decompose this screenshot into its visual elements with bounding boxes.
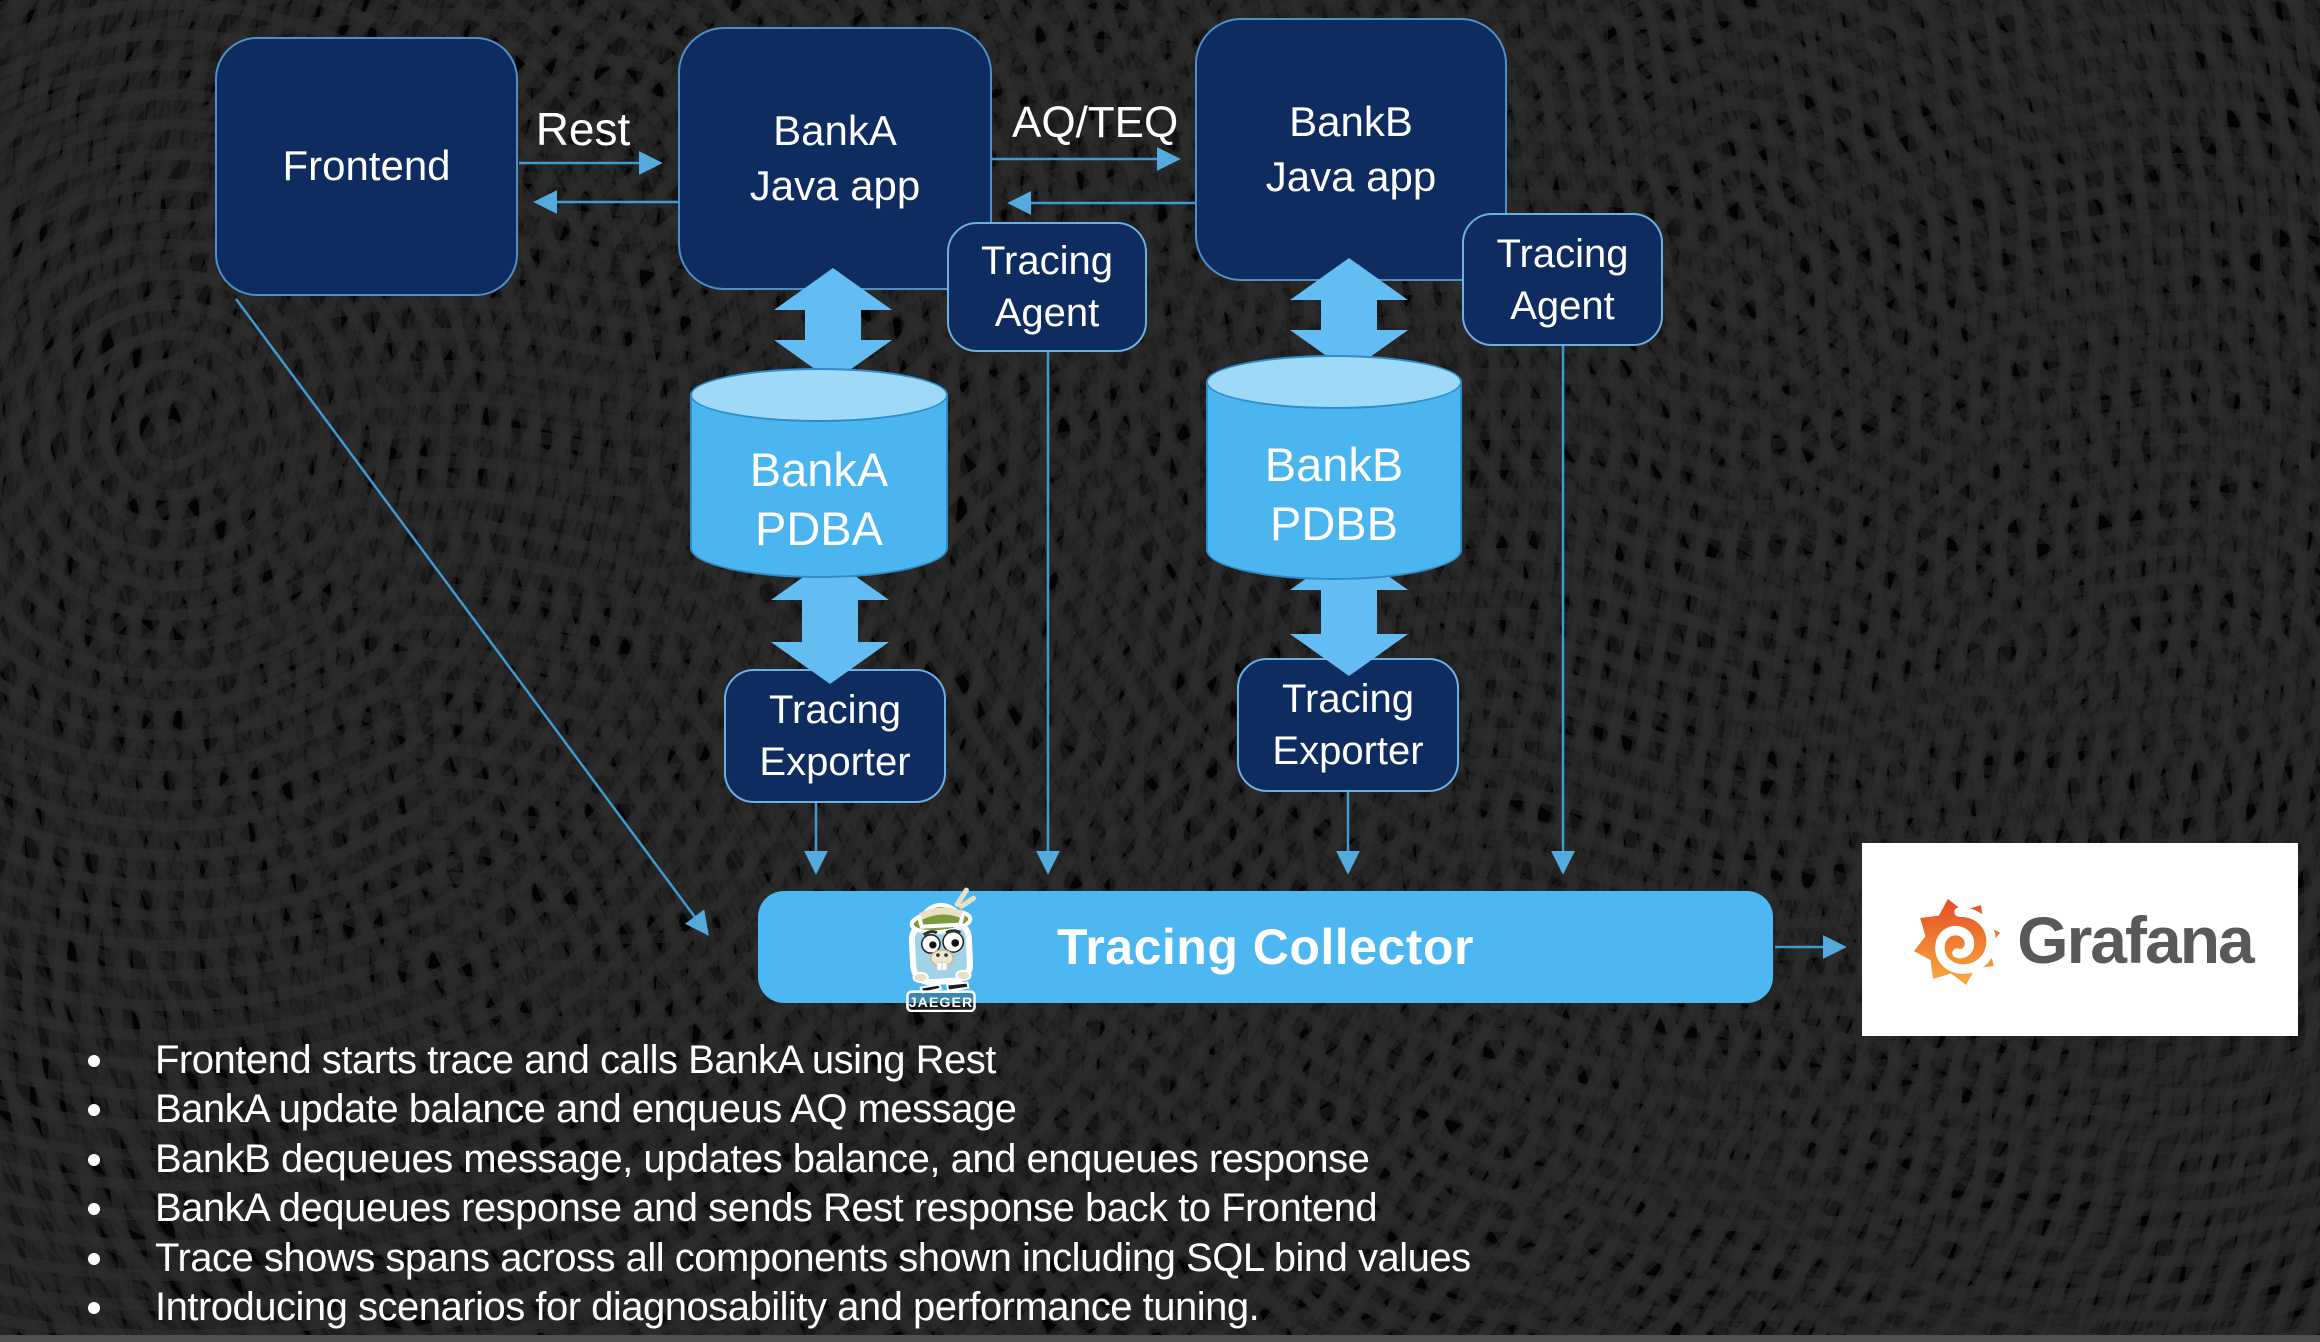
tracing-collector-label: Tracing Collector <box>1057 919 1474 975</box>
bullet-dot <box>88 1055 100 1067</box>
bullet-item: BankA dequeues response and sends Rest r… <box>88 1184 2238 1233</box>
node-tracing-agent-b-label-2: Agent <box>1510 283 1615 328</box>
node-banka-java-app: BankA Java app <box>678 27 992 290</box>
jaeger-logo-icon: JAEGER <box>906 887 977 1012</box>
bullet-item: Trace shows spans across all components … <box>88 1234 2238 1283</box>
bullet-dot <box>88 1301 100 1314</box>
db-cylinder-pdbb: BankB PDBB <box>1206 355 1462 580</box>
bullet-dot <box>88 1252 100 1265</box>
node-frontend-label: Frontend <box>282 142 451 190</box>
grafana-card: Grafana <box>1862 843 2298 1036</box>
node-frontend: Frontend <box>215 37 518 296</box>
node-tracing-exporter-a: Tracing Exporter <box>724 669 946 803</box>
node-bankb-java-app: BankB Java app <box>1195 18 1507 281</box>
node-banka-label-1: BankA <box>773 106 897 154</box>
node-tracing-exporter-a-label-2: Exporter <box>759 740 911 784</box>
node-tracing-exporter-b: Tracing Exporter <box>1237 658 1459 792</box>
bullet-dot <box>88 1153 100 1166</box>
arrow-frontend-to-collector <box>234 298 709 936</box>
node-banka-label-2: Java app <box>749 161 921 209</box>
jaeger-badge-text: JAEGER <box>909 995 974 1011</box>
bullet-item: BankB dequeues message, updates balance,… <box>88 1135 2238 1184</box>
bullet-text-5: Trace shows spans across all components … <box>155 1235 1471 1280</box>
bullet-dot <box>88 1104 100 1117</box>
bottom-edge-strip <box>0 1335 2320 1342</box>
edge-label-aq-teq: AQ/TEQ <box>1012 98 1179 147</box>
node-tracing-agent-a-label-2: Agent <box>994 291 1100 335</box>
db-cylinder-pdba-top <box>690 368 948 422</box>
pdba-label-2: PDBA <box>755 502 883 555</box>
node-tracing-exporter-a-label-1: Tracing <box>769 688 901 732</box>
bullet-dot <box>88 1203 100 1216</box>
bullet-text-2: BankA update balance and enqueus AQ mess… <box>155 1087 1017 1132</box>
db-cylinder-pdba: BankA PDBA <box>690 368 948 578</box>
node-tracing-exporter-b-label-1: Tracing <box>1282 677 1414 721</box>
pdbb-label-2: PDBB <box>1270 496 1398 550</box>
node-bankb-label-1: BankB <box>1289 97 1413 145</box>
db-cylinder-pdbb-body <box>1206 382 1462 580</box>
grafana-wordmark: Grafana <box>2017 902 2254 977</box>
pdbb-label-1: BankB <box>1264 437 1404 491</box>
node-tracing-exporter-b-label-2: Exporter <box>1272 729 1424 773</box>
pdba-label-1: BankA <box>749 443 889 497</box>
bullet-item: Introducing scenarios for diagnosability… <box>88 1283 2238 1332</box>
grafana-logo-icon <box>1914 898 2001 985</box>
bullet-text-3: BankB dequeues message, updates balance,… <box>155 1136 1370 1181</box>
bullet-item: BankA update balance and enqueus AQ mess… <box>88 1085 2238 1134</box>
db-cylinder-pdbb-top <box>1206 355 1462 409</box>
node-tracing-agent-a-label-1: Tracing <box>981 239 1113 283</box>
bullet-item: Frontend starts trace and calls BankA us… <box>88 1036 2238 1085</box>
bullet-text-1: Frontend starts trace and calls BankA us… <box>155 1038 996 1082</box>
node-tracing-agent-a: Tracing Agent <box>947 222 1147 352</box>
bullet-text-6: Introducing scenarios for diagnosability… <box>155 1284 1260 1329</box>
node-tracing-agent-b-label-1: Tracing <box>1496 231 1629 276</box>
node-tracing-agent-b: Tracing Agent <box>1462 213 1663 346</box>
bullet-text-4: BankA dequeues response and sends Rest r… <box>155 1186 1378 1231</box>
bullet-list: Frontend starts trace and calls BankA us… <box>88 1036 2238 1332</box>
node-bankb-label-2: Java app <box>1265 152 1437 200</box>
edge-label-rest: Rest <box>535 103 631 155</box>
